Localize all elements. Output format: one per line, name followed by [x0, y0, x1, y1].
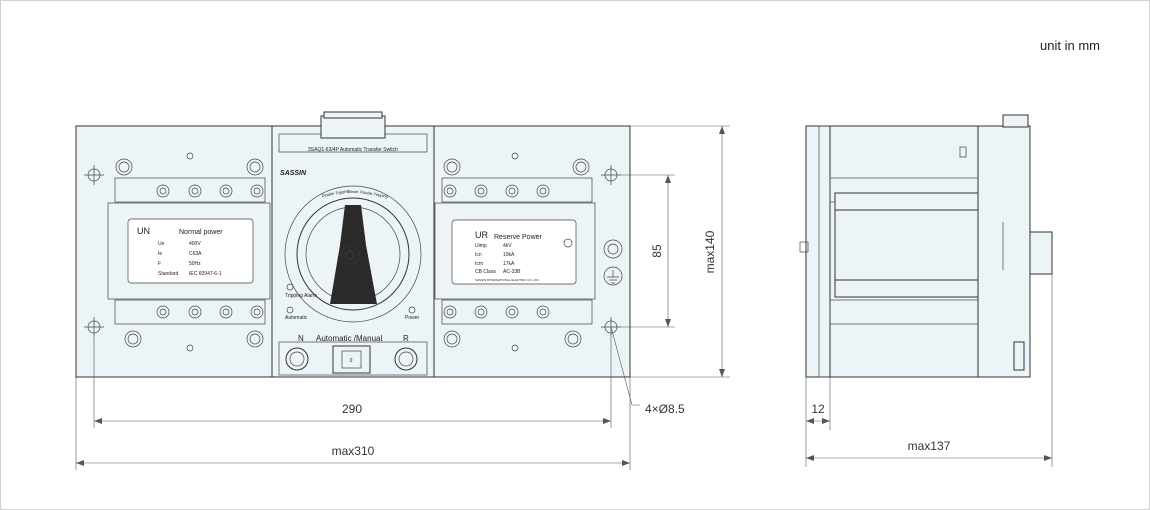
rp-val-0: 4kV — [503, 243, 512, 249]
np-val-2: 50Hz — [189, 261, 201, 267]
knob-label-reset: Reset — [348, 189, 359, 194]
right-terminal-bottom — [441, 299, 593, 352]
mode-switch-mark: 0 — [350, 358, 353, 364]
side-knob-profile — [1029, 231, 1053, 275]
rp-val-3: AC-33B — [503, 269, 521, 275]
top-handle-cap — [323, 111, 383, 119]
reserve-power-symbol: UR — [475, 230, 488, 240]
mode-switch[interactable] — [332, 345, 371, 374]
left-breaker — [107, 202, 271, 300]
knob-label-right: Double Tripping — [360, 189, 388, 199]
side-screw — [799, 241, 809, 253]
dim-max-depth: max137 — [908, 439, 951, 453]
mode-title: Automatic /Manual — [316, 334, 382, 343]
np-val-0: 400V — [189, 241, 201, 247]
left-terminal-top — [114, 152, 266, 203]
power-led — [408, 306, 416, 314]
knob-center — [340, 245, 360, 265]
ground-icon — [603, 266, 623, 286]
mounting-hole-tl — [84, 165, 104, 185]
dim-flange-depth: 12 — [811, 402, 825, 416]
mode-panel — [278, 341, 428, 376]
automatic-label: Automatic — [285, 315, 308, 321]
np-val-1: C63A — [189, 251, 202, 257]
rp-key-0: Uimp — [475, 243, 487, 249]
rp-key-1: Icn — [475, 252, 482, 258]
side-flange — [805, 125, 831, 378]
maker-label: SASSIN INTERNATIONAL ELECTRIC CO.,LTD. — [475, 278, 540, 282]
tripping-alarm-label: Tripping Alarm — [285, 293, 317, 299]
normal-power-title: Normal power — [179, 229, 223, 236]
np-key-0: Ue — [158, 241, 165, 247]
normal-power-symbol: UN — [137, 226, 150, 236]
dim-hole-spacing: 85 — [650, 244, 664, 258]
knob-dial — [296, 197, 410, 311]
mounting-hole-bl — [84, 317, 104, 337]
r-selector-knob[interactable] — [394, 347, 418, 371]
side-rear-module — [977, 125, 1031, 378]
power-label: Power — [405, 315, 420, 321]
np-val-3: IEC 60947-6-1 — [189, 271, 222, 277]
rp-val-1: 10kA — [503, 252, 515, 258]
front-view: 3SAQ1-63/4P Automatic Transfer Switch SA… — [75, 111, 631, 378]
tripping-alarm-led — [286, 283, 294, 291]
knob-label-left: Double Tripping — [321, 188, 349, 198]
automatic-led — [286, 306, 294, 314]
dim-max-height: max140 — [703, 230, 717, 273]
rp-key-3: CB Class — [475, 269, 496, 275]
n-selector-knob[interactable] — [285, 347, 309, 371]
right-breaker — [434, 202, 596, 300]
left-terminal-bottom — [114, 299, 266, 352]
mode-r-label: R — [403, 334, 409, 343]
brand-logo: SASSIN — [280, 170, 307, 177]
cable-gland — [603, 239, 623, 259]
mode-n-label: N — [298, 334, 304, 343]
rp-key-2: Icm — [475, 261, 483, 267]
knob-handle[interactable] — [330, 205, 377, 304]
model-label: 3SAQ1-63/4P Automatic Transfer Switch — [308, 147, 398, 153]
dim-max-width: max310 — [332, 444, 375, 458]
side-view — [799, 114, 1053, 378]
normal-power-panel — [127, 218, 254, 284]
mounting-hole-tr — [601, 165, 621, 185]
dim-holes-width: 290 — [342, 402, 362, 416]
top-handle — [320, 115, 386, 139]
side-dimensions: 12 max137 — [805, 274, 1053, 467]
side-slot — [959, 146, 967, 158]
unit-note: unit in mm — [1040, 38, 1100, 53]
reserve-power-title: Reserve Power — [494, 234, 543, 241]
rp-val-2: 17kA — [503, 261, 515, 267]
side-selector-profile — [1013, 341, 1025, 371]
np-key-1: Ie — [158, 251, 162, 257]
front-dimensions: 290 max310 85 max140 4×Ø8.5 — [75, 125, 730, 470]
np-key-3: Standard — [158, 271, 179, 277]
right-terminal-top — [441, 152, 593, 203]
np-key-2: F — [158, 261, 161, 267]
reserve-power-panel — [451, 219, 577, 285]
side-top-handle — [1002, 114, 1029, 128]
certification-mark-icon — [563, 238, 573, 248]
dim-hole-diameter: 4×Ø8.5 — [645, 402, 685, 416]
knob-ring — [284, 185, 422, 323]
